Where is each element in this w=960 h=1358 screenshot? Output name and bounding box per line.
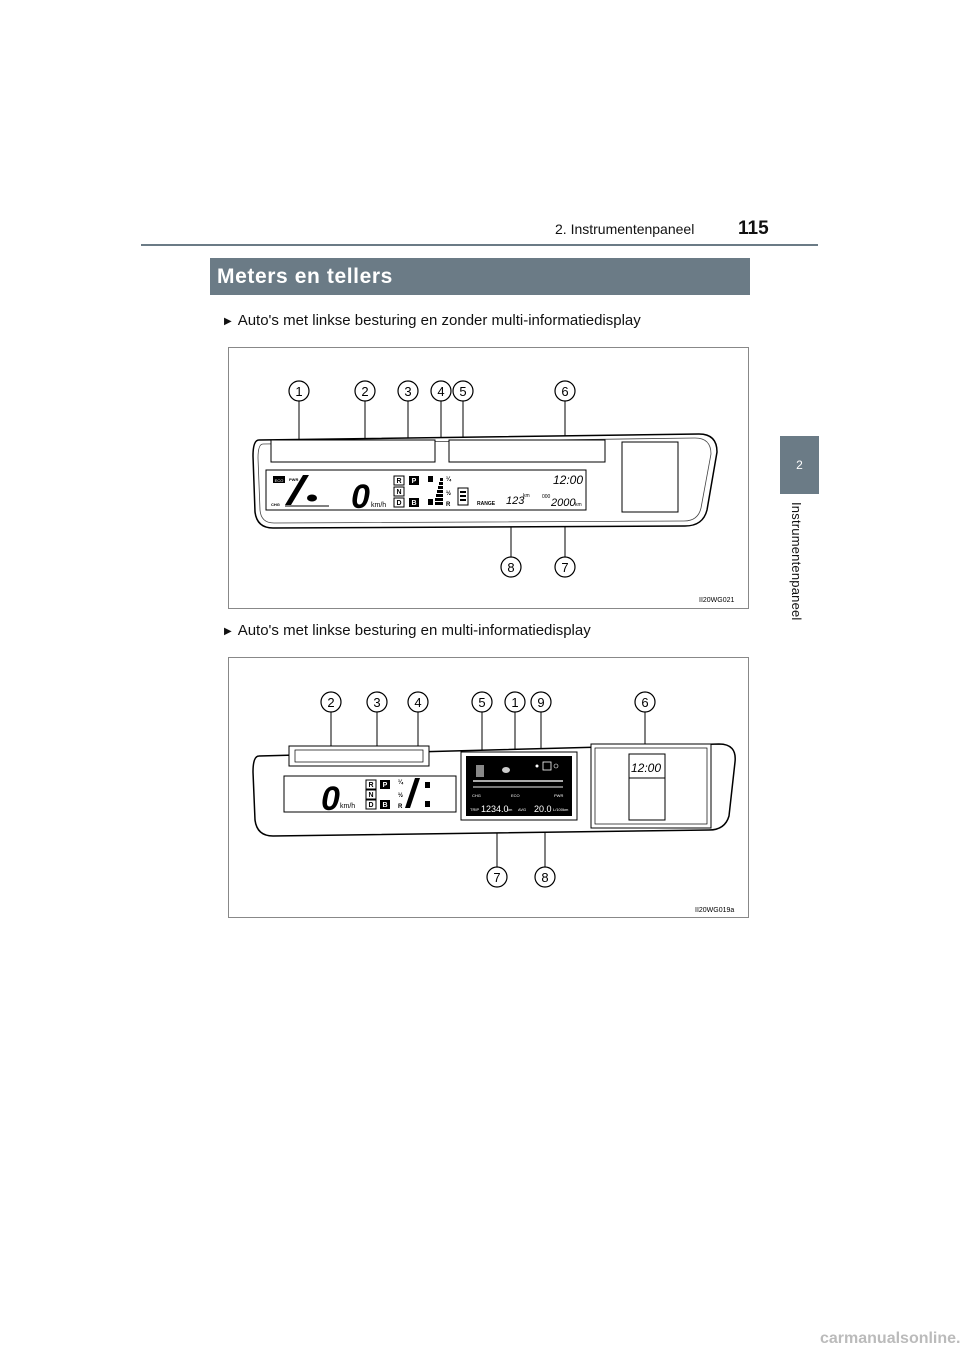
figure1-code: II20WG021 — [699, 597, 735, 604]
range-label: RANGE — [477, 501, 496, 507]
clock: 12:00 — [631, 761, 661, 775]
chapter-title: 2. Instrumentenpaneel — [555, 221, 695, 237]
trip-unit: km — [507, 807, 513, 812]
callout-3: 3 — [373, 695, 380, 710]
odometer-value: 2000 — [550, 497, 576, 509]
side-tab-label: Instrumentenpaneel — [789, 502, 804, 621]
avg-value: 20.0 — [534, 804, 552, 814]
fuel-quarter: ¼ — [398, 779, 404, 786]
callout-7: 7 — [561, 560, 568, 575]
figure1: 1 2 3 4 5 6 8 7 ECO PWR CHG 0 km/h R P — [228, 347, 749, 609]
ev-icon — [307, 494, 317, 502]
callout-3: 3 — [404, 384, 411, 399]
watermark: carmanualsonline.info — [820, 1330, 960, 1347]
gear-p: P — [383, 782, 388, 789]
fuel-pump-icon — [425, 782, 430, 788]
speed-unit: km/h — [340, 803, 355, 810]
callout-9: 9 — [537, 695, 544, 710]
callout-1: 1 — [511, 695, 518, 710]
callout-2: 2 — [327, 695, 334, 710]
mid-chg: CHG — [472, 793, 481, 798]
speed-unit: km/h — [371, 502, 386, 509]
gear-r: R — [396, 478, 401, 485]
mid-pwr: PWR — [554, 793, 563, 798]
info-icon — [542, 761, 552, 771]
figure2-caption: ▶ Auto's met linkse besturing en multi-in… — [224, 622, 591, 639]
triangle-bullet-icon: ▶ — [224, 626, 232, 637]
eco-label: ECO — [275, 478, 284, 483]
figure2: 2 3 4 5 1 9 6 7 8 0 km/h R P N D B ¼ ½ R — [228, 657, 749, 918]
fuel-pump-icon — [428, 476, 433, 482]
header-rule — [141, 244, 818, 246]
callout-4: 4 — [414, 695, 421, 710]
fuel-half: ½ — [398, 792, 403, 799]
odo-prefix: 000 — [542, 494, 551, 500]
fuel-half: ½ — [446, 490, 451, 497]
avg-label: AVG — [518, 807, 526, 812]
trip-label: TRIP — [470, 807, 479, 812]
fuel-reserve: R — [398, 804, 403, 810]
odometer-unit: km — [575, 502, 582, 508]
range-unit: km — [523, 493, 530, 499]
clock: 12:00 — [553, 473, 583, 487]
gear-p: P — [412, 478, 417, 485]
gear-r: R — [368, 782, 373, 789]
figure2-code: II20WG019a — [695, 907, 734, 914]
callout-2: 2 — [361, 384, 368, 399]
callout-5: 5 — [478, 695, 485, 710]
page-number: 115 — [738, 218, 769, 239]
side-tab-number: 2 — [780, 436, 819, 494]
gear-d: D — [396, 500, 401, 507]
callout-8: 8 — [541, 870, 548, 885]
fuel-reserve: R — [446, 502, 451, 508]
gear-n: N — [396, 489, 401, 496]
callout-5: 5 — [459, 384, 466, 399]
callout-7: 7 — [493, 870, 500, 885]
callout-1: 1 — [295, 384, 302, 399]
figure1-caption: ▶ Auto's met linkse besturing en zonder m… — [224, 312, 641, 329]
fuel-quarter: ¼ — [446, 476, 452, 483]
gear-b: B — [382, 802, 387, 809]
avg-unit: L/100km — [553, 807, 569, 812]
speed-digit: 0 — [321, 780, 340, 818]
mid-eco: ECO — [511, 793, 520, 798]
gear-b: B — [411, 500, 416, 507]
figure2-caption-text: Auto's met linkse besturing en multi-inf… — [237, 622, 591, 639]
triangle-bullet-icon: ▶ — [224, 316, 232, 327]
speed-digit: 0 — [351, 478, 370, 516]
trip-value: 1234.0 — [481, 804, 509, 814]
chg-label: CHG — [271, 502, 280, 507]
fuel-pump-small-icon — [425, 801, 430, 807]
gear-n: N — [368, 792, 373, 799]
callout-6: 6 — [641, 695, 648, 710]
callout-4: 4 — [437, 384, 444, 399]
callout-6: 6 — [561, 384, 568, 399]
ev-icon — [502, 767, 510, 773]
figure1-caption-text: Auto's met linkse besturing en zonder mu… — [237, 312, 641, 329]
pwr-label: PWR — [289, 477, 298, 482]
fuel-pump-small-icon — [428, 499, 433, 505]
section-heading: Meters en tellers — [210, 258, 750, 295]
callout-8: 8 — [507, 560, 514, 575]
range-value: 123 — [506, 495, 525, 507]
gear-d: D — [368, 802, 373, 809]
